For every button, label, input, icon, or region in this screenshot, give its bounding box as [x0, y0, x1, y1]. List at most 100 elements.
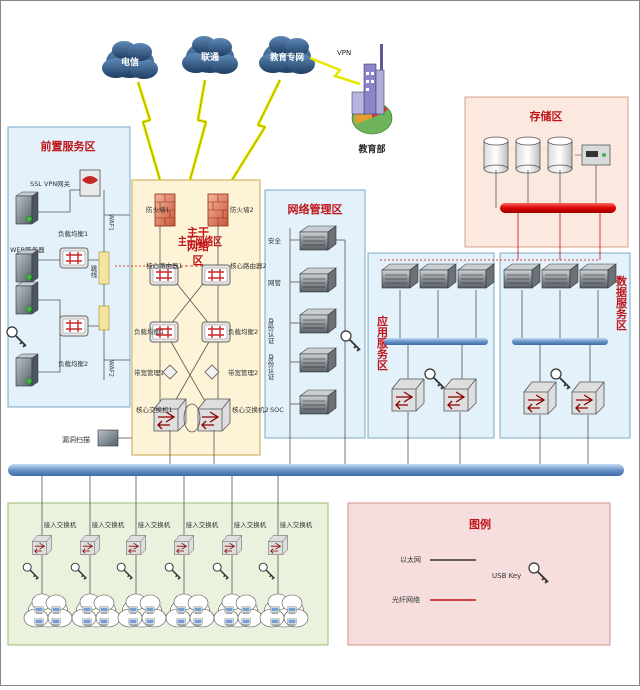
netmgr-server-icon [299, 267, 337, 293]
user-cloud [23, 593, 73, 628]
pc-icon [270, 618, 280, 627]
backbone-drops-up [169, 412, 589, 464]
core-lb1-label: 负载均衡1 [134, 327, 164, 336]
app-zone-title: 应用服务区 [376, 314, 389, 371]
legend-zone-title: 图例 [469, 517, 491, 531]
core-zone-title: 主干网络区 [178, 234, 222, 248]
front-zone-title: 前置服务区 [41, 139, 96, 153]
vpn-label: VPN [337, 49, 351, 57]
front-jump-icon [98, 251, 110, 285]
pc-icon [145, 618, 155, 627]
pc-icon [270, 606, 280, 615]
waf2-label: WAF2 [108, 360, 115, 377]
access-switch-icon [268, 535, 288, 555]
pc-icon [287, 606, 297, 615]
pc-icon [145, 606, 155, 615]
access-switch-icon [80, 535, 100, 555]
app-server-3-icon [457, 263, 495, 289]
user-cloud [117, 593, 167, 628]
san-fiber-bus [500, 203, 616, 213]
pc-icon [51, 618, 61, 627]
core-load-balancer-2-icon [201, 321, 231, 343]
pc-icon [82, 618, 92, 627]
ministry-building-icon [351, 44, 393, 135]
access-switch-label: 接入交换机 [138, 520, 171, 529]
firewall-2-icon [207, 193, 229, 227]
core-network-zone [131, 179, 261, 456]
access-switch-icon [126, 535, 146, 555]
netmgmt-soc-label: SOC [270, 406, 284, 414]
wan-link-outline [137, 79, 281, 181]
ministry-label: 教育部 [357, 143, 385, 155]
cloud-telecom-label: 电信 [121, 56, 139, 68]
cs2-label: 核心交换机2 [232, 405, 269, 414]
core-zone-title-text: 主干网络区 [178, 234, 222, 248]
ssl-vpn-label: SSL VPN网关 [30, 179, 71, 188]
access-switch-icon [32, 535, 52, 555]
fw2-label: 防火墙2 [230, 205, 254, 214]
access-switch-label: 接入交换机 [186, 520, 219, 529]
pc-icon [51, 606, 61, 615]
netmgmt-lines [289, 228, 346, 465]
vpn-link [309, 56, 361, 86]
front-lb1-label: 负载均衡1 [58, 229, 88, 238]
legend-zone [347, 502, 611, 646]
ssl-vpn-gateway-server-icon [15, 191, 39, 225]
pc-icon [193, 606, 203, 615]
pc-icon [128, 618, 138, 627]
backbone-bus [8, 464, 624, 476]
cr1-label: 核心路由器1 [146, 261, 183, 270]
cloud-unicom-label: 联通 [201, 51, 219, 63]
web-server-label: WEB服务器 [10, 245, 45, 254]
storage-disk-2-icon [515, 136, 541, 174]
access-switch-icon [174, 535, 194, 555]
access-switch-label: 接入交换机 [92, 520, 125, 529]
data-switch-2-icon [571, 381, 605, 415]
core-zone-title-line1: 主干 [187, 225, 209, 239]
pc-icon [176, 618, 186, 627]
app-server-1-icon [381, 263, 419, 289]
cloud-edu-net-label: 教育专网 [269, 52, 304, 63]
core-zone-title-line3: 区 [193, 254, 204, 267]
security-server-icon [299, 225, 337, 251]
cs1-label: 核心交换机1 [136, 405, 173, 414]
storage-disk-3-icon [547, 136, 573, 174]
auth-server-2-icon [299, 347, 337, 373]
core-switch-stack-link [183, 403, 201, 433]
data-switch-1-icon [523, 381, 557, 415]
access-switch-label: 接入交换机 [44, 520, 77, 529]
core-lb2-label: 负载均衡2 [228, 327, 258, 336]
pc-icon [99, 606, 109, 615]
user-cloud [71, 593, 121, 628]
web-server-2-icon [15, 281, 39, 315]
cr2-label: 核心路由器2 [230, 261, 267, 270]
front-jump-label: 跳线 [89, 264, 97, 279]
pc-icon [224, 606, 234, 615]
core-switch-2-icon [197, 398, 231, 432]
pc-icon [128, 606, 138, 615]
ssl-vpn-appliance-icon [79, 169, 101, 197]
app-switch-2-icon [443, 378, 477, 412]
user-cloud [165, 593, 215, 628]
user-cloud [213, 593, 263, 628]
data-bus [512, 338, 608, 345]
front-lines [36, 189, 130, 380]
pc-icon [34, 618, 44, 627]
user-cloud [259, 593, 309, 628]
access-uplinks [41, 476, 279, 535]
san-fiber-links [380, 213, 601, 261]
auth-server-1-icon [299, 308, 337, 334]
storage-disk-links [495, 165, 597, 208]
data-server-3-icon [579, 263, 617, 289]
app-switch-1-icon [391, 378, 425, 412]
data-zone-title: 数据服务区 [615, 274, 628, 331]
netmgmt-security-label: 安全 [268, 236, 282, 245]
front-load-balancer-1-icon [59, 247, 89, 269]
netmgmt-netmgr-label: 网管 [268, 278, 282, 287]
pc-icon [99, 618, 109, 627]
access-switch-icon [222, 535, 242, 555]
storage-zone-title: 存储区 [530, 109, 563, 123]
tape-library-icon [581, 144, 611, 166]
